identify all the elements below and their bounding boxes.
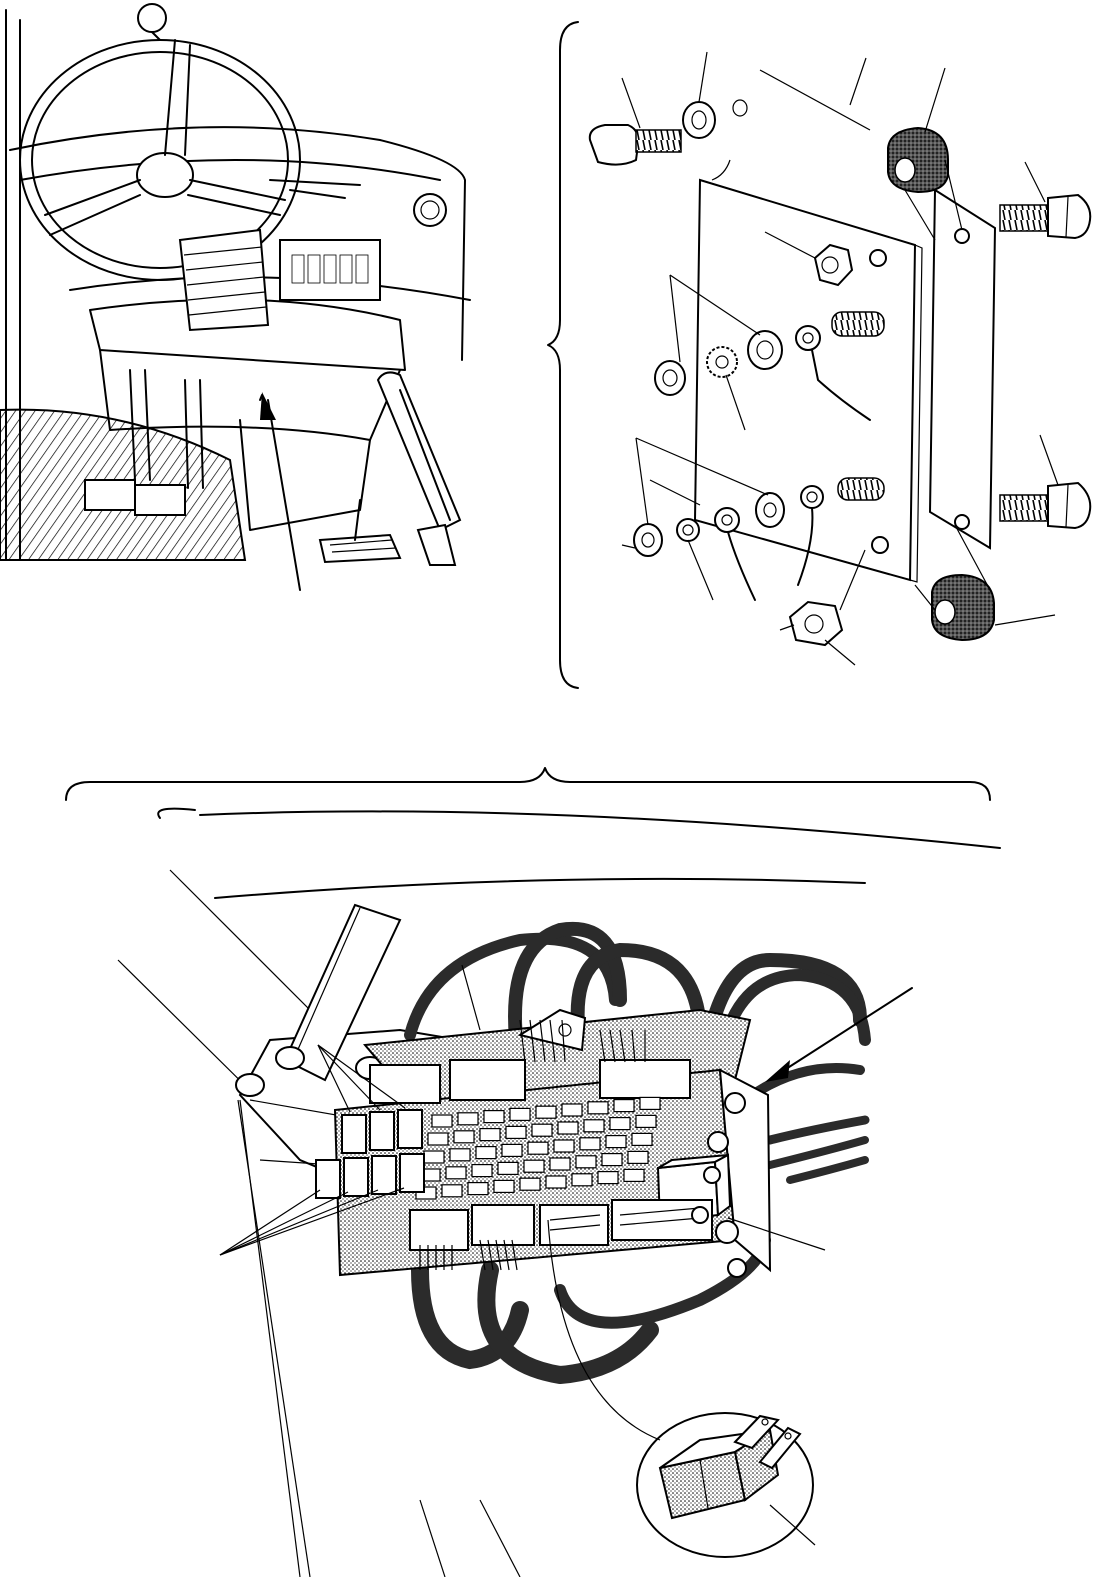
detail-circle (636, 1412, 814, 1558)
nut-row1-right (747, 330, 783, 370)
rubber-mount-top (887, 126, 949, 194)
nut-row2-left (633, 523, 663, 557)
leader-lines-exploded (621, 51, 1059, 666)
fuse-socket (561, 1103, 583, 1117)
fuse-socket (553, 1139, 575, 1153)
washer-row2 (676, 518, 700, 542)
relays (315, 1109, 425, 1199)
fuse-leader (769, 1504, 816, 1546)
cab-overview-panel (0, 3, 471, 591)
bolt-top-left (588, 124, 682, 166)
fuse-socket (501, 1143, 523, 1158)
fuse-socket (601, 1152, 623, 1167)
fuse-socket (445, 1166, 467, 1180)
fuse-socket (453, 1130, 475, 1144)
fuse-socket (609, 1116, 631, 1131)
seat (0, 408, 247, 561)
washer-top (682, 101, 716, 139)
fuse-socket (509, 1107, 531, 1122)
leader-lines-installed (219, 964, 826, 1441)
harness-loops (404, 921, 871, 1385)
steering-column-tube (283, 903, 402, 1082)
fuse-box-installed-panel (117, 807, 1001, 1577)
fuse-socket (467, 1181, 489, 1196)
fuse-socket-grid (415, 1096, 661, 1200)
fuse-socket (613, 1098, 635, 1113)
fuse-socket (471, 1163, 493, 1178)
nut-row1-left (654, 360, 686, 396)
bolt-right-upper (999, 193, 1092, 240)
fuse-socket (583, 1119, 605, 1133)
fuse-socket (449, 1148, 471, 1162)
fuse-socket (479, 1127, 501, 1142)
fuse-socket (523, 1159, 545, 1173)
fuse-socket (597, 1170, 619, 1185)
bolt-right-lower (999, 481, 1092, 530)
nut-plate-upper (813, 243, 854, 287)
fuse-socket (427, 1132, 449, 1146)
fuse-socket (497, 1161, 519, 1176)
ring-terminal-row1 (795, 325, 871, 421)
fuse-socket (535, 1105, 557, 1119)
column-boot (178, 228, 270, 332)
fuse-socket (635, 1114, 657, 1129)
lock-washer-row1 (706, 346, 738, 378)
fuse-socket (531, 1123, 553, 1137)
gear-lever (376, 371, 462, 566)
nut-lower (788, 600, 844, 647)
fuse-socket (483, 1109, 505, 1124)
fuse-socket (579, 1137, 601, 1151)
fuse-socket (627, 1150, 649, 1165)
fuse-socket (575, 1155, 597, 1169)
fuse-socket (441, 1184, 463, 1198)
mounting-exploded-panel (547, 21, 1092, 689)
fuse-socket (549, 1157, 571, 1171)
fuse-socket (631, 1132, 653, 1147)
fuse-socket (639, 1096, 661, 1111)
brake-pedal (318, 499, 402, 564)
nut-row2-right (755, 492, 785, 528)
ring-terminal-row2-right (797, 485, 824, 586)
fuse-socket (475, 1145, 497, 1160)
pointer-arrow (765, 987, 913, 1082)
fuse-socket (457, 1112, 479, 1126)
fuse-socket (557, 1121, 579, 1135)
fuse-socket (431, 1114, 453, 1128)
location-arrow (260, 392, 301, 591)
switch-panel (279, 239, 381, 301)
steering-wheel (19, 3, 301, 281)
fuse-socket (545, 1175, 567, 1189)
fuse-socket (527, 1141, 549, 1155)
rubber-mount-bottom (931, 573, 995, 642)
fuse-socket (423, 1150, 445, 1164)
ring-terminal-row2-left (714, 507, 756, 601)
fuse-socket (519, 1177, 541, 1191)
group-brace (65, 767, 991, 801)
fuse-socket (623, 1168, 645, 1183)
fuse-socket (571, 1173, 593, 1187)
rear-bracket-plate (928, 188, 997, 550)
fuse-socket (587, 1101, 609, 1115)
fuse-socket (605, 1134, 627, 1149)
fuse-detail-panel (636, 1412, 816, 1558)
blade-fuse (658, 1414, 802, 1520)
fuse-socket (493, 1179, 515, 1194)
fuse-socket (505, 1125, 527, 1140)
fuse-box (315, 1008, 772, 1278)
